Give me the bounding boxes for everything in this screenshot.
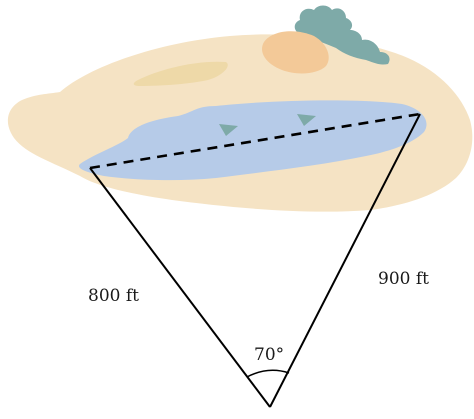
lake-width-dashed-line bbox=[89, 112, 421, 170]
dune bbox=[133, 61, 228, 86]
boat-icon bbox=[297, 114, 316, 126]
right-side-label: 900 ft bbox=[378, 269, 429, 289]
left-side-line bbox=[89, 167, 271, 408]
hill bbox=[262, 31, 329, 74]
left-side-label: 800 ft bbox=[88, 286, 139, 306]
angle-arc bbox=[246, 369, 290, 378]
angle-label: 70° bbox=[254, 345, 284, 365]
trees-icon bbox=[294, 5, 390, 65]
boat-icon bbox=[219, 124, 238, 136]
lake bbox=[79, 100, 427, 181]
right-side-line bbox=[269, 113, 421, 408]
